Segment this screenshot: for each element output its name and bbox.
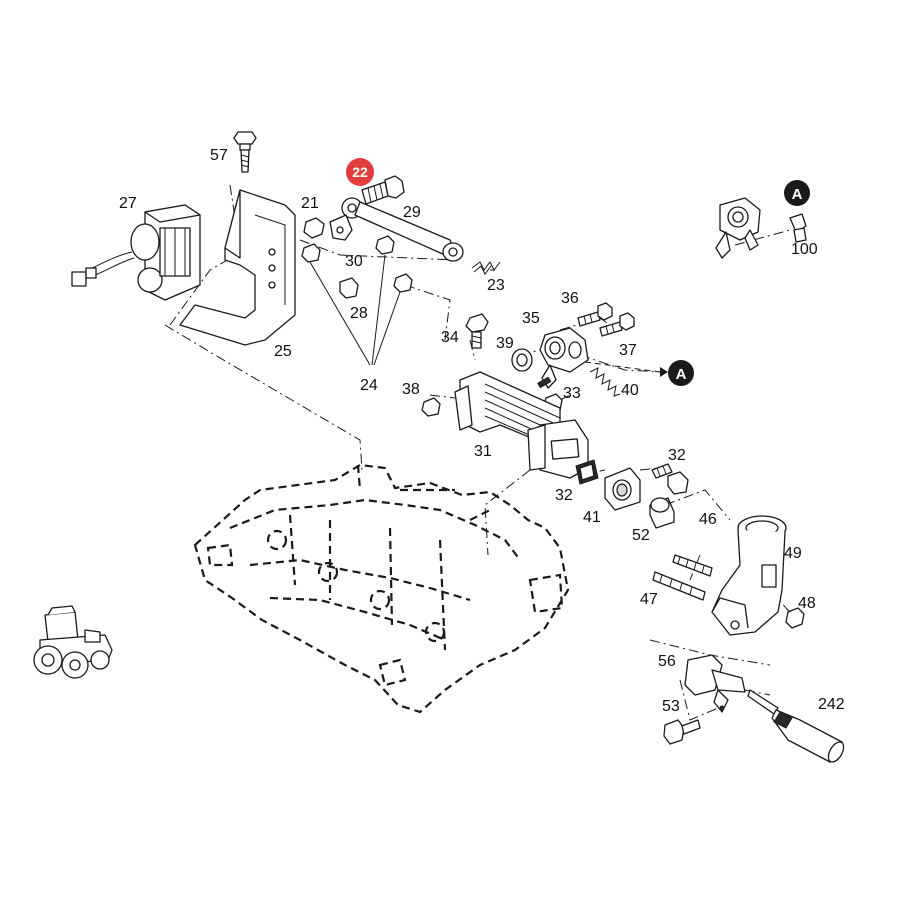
part-57-sensor [684,654,746,713]
part-100-detail [715,197,807,259]
callout-33: 33 [563,385,581,402]
callout-21: 21 [301,195,319,212]
part-52-sleeve [649,497,675,529]
callout-29: 30 [345,253,363,270]
callout-49: 49 [784,545,802,562]
callout-48: 48 [798,595,816,612]
part-40-spring [589,367,621,397]
callout-34: 34 [441,329,459,346]
part-31-gasket [575,459,599,485]
part-48-nut [785,607,805,629]
callout-27: 28 [350,305,368,322]
part-37-bolt [599,312,635,337]
callout-28: 29 [403,204,421,221]
callout-57: 56 [658,653,676,670]
callout-100: 100 [791,241,818,258]
part-46-stud [672,554,713,577]
part-242-sealant-tube [747,689,845,763]
callout-53: 53 [662,698,680,715]
callout-39: 39 [496,335,514,352]
part-36-bolt [577,302,613,327]
part-47-stud [652,571,706,601]
callout-30: 31 [474,443,492,460]
ref-marker-a-icon: A [584,360,694,386]
callout-37: 37 [619,342,637,359]
callout-24: 24 [360,377,378,394]
callout-25: 25 [274,343,292,360]
svg-text:A: A [792,186,803,203]
ref-marker-a-icon: A [784,180,810,206]
part-30-cooler [454,371,589,479]
callout-56: 57 [210,147,228,164]
part-53-bolt [663,719,701,745]
part-56-bolt [233,131,257,173]
part-32-bolt [651,463,689,495]
part-25-bracket [179,189,296,346]
callout-47: 47 [640,591,658,608]
part-35-valve-housing [537,327,589,389]
callout-35: 35 [522,310,540,327]
part-26-actuator [71,204,201,301]
callout-23: 23 [487,277,505,294]
part-28-link-rod [329,197,464,262]
callout-36: 36 [561,290,579,307]
tractor-icon [33,605,113,679]
part-34-bolt [465,313,489,349]
svg-text:A: A [676,366,687,383]
callout-38: 38 [402,381,420,398]
callout-52: 52 [632,527,650,544]
part-39-gasket [511,348,533,372]
cylinder-head-outline [193,463,570,714]
callout-41: 41 [583,509,601,526]
callout-242: 242 [818,696,845,713]
svg-text:22: 22 [352,164,368,180]
callout-46: 46 [699,511,717,528]
part-49-intake-elbow [711,515,787,636]
part-23-spring [471,261,501,275]
highlight-badge [346,158,374,186]
part-41-flange [604,467,641,511]
part-22-bolt [361,175,405,205]
nuts-group-24 [301,217,413,299]
leader-24 [309,254,401,366]
callout-32: 32 [668,447,686,464]
callout-40: 40 [621,382,639,399]
callout-26: 27 [119,195,137,212]
callout-31: 32 [555,487,573,504]
part-38-nut [421,397,441,417]
callout-22-highlight: 22 [346,158,374,186]
